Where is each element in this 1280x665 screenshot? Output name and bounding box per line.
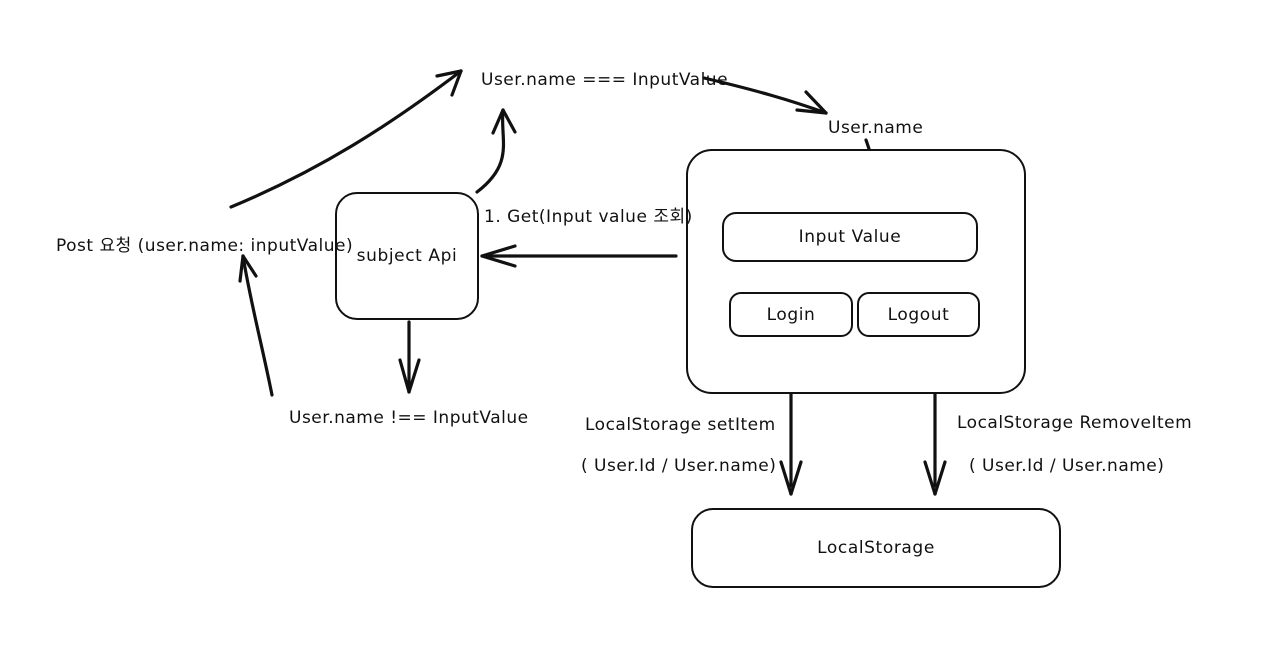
label-localstorage-set-item: LocalStorage setItem — [585, 415, 776, 435]
arrow-api-to-match — [475, 108, 517, 194]
logout-button[interactable]: Logout — [857, 292, 980, 337]
input-value-field[interactable]: Input Value — [722, 212, 978, 262]
label-user-name-mismatch: User.name !== InputValue — [289, 408, 529, 428]
logout-button-label: Logout — [887, 304, 950, 325]
arrow-api-to-mismatch — [398, 320, 421, 394]
node-app-panel — [686, 149, 1026, 394]
node-subject-api[interactable]: subject Api — [335, 192, 479, 320]
label-localstorage-set-item-args: ( User.Id / User.name) — [581, 456, 777, 476]
label-localstorage-remove-item: LocalStorage RemoveItem — [957, 413, 1193, 433]
login-button-label: Login — [766, 304, 816, 325]
node-local-storage[interactable]: LocalStorage — [691, 508, 1061, 588]
node-local-storage-label: LocalStorage — [817, 538, 935, 558]
login-button[interactable]: Login — [729, 292, 853, 337]
arrow-get-input-value — [480, 244, 678, 268]
label-get-input-value: 1. Get(Input value 조회) — [484, 207, 693, 227]
arrow-mismatch-to-post — [238, 254, 274, 397]
arrow-post-request — [229, 69, 463, 209]
node-subject-api-label: subject Api — [356, 246, 458, 266]
input-value-label: Input Value — [798, 227, 902, 247]
label-user-name-match: User.name === InputValue — [481, 70, 729, 90]
label-post-request: Post 요청 (user.name: inputValue) — [56, 236, 354, 256]
label-user-name: User.name — [828, 118, 924, 138]
label-localstorage-remove-item-args: ( User.Id / User.name) — [969, 456, 1165, 476]
